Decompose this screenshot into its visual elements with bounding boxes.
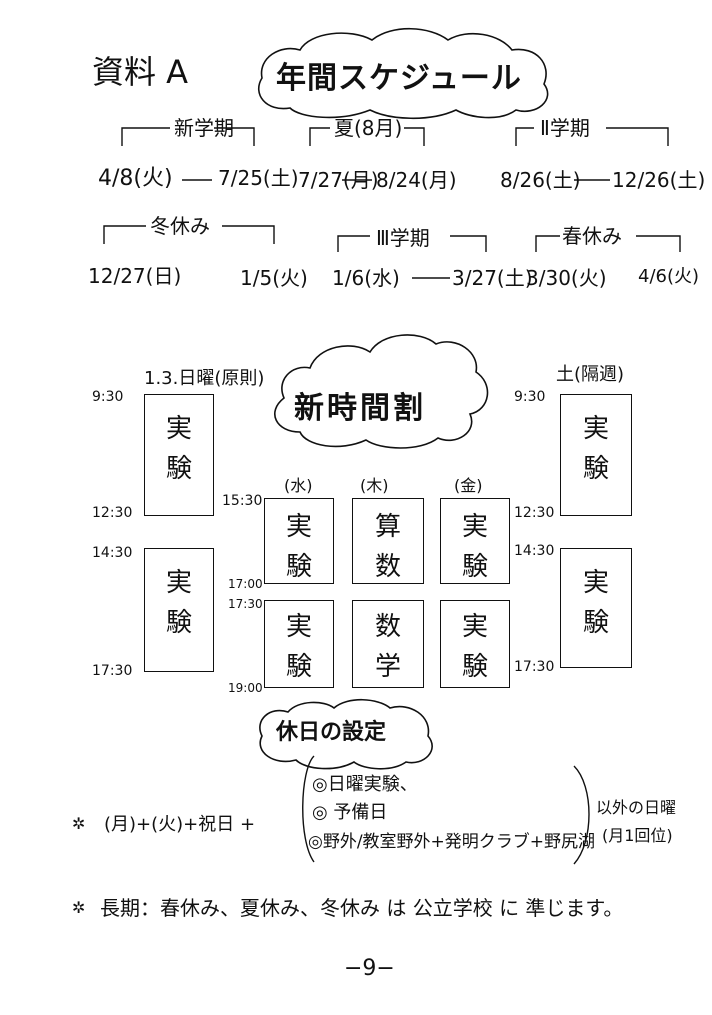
saturday-block-2-text: 実験 [582, 568, 609, 639]
winter-name: 冬休み [150, 214, 210, 238]
saturday-block-1: 実験 [560, 394, 632, 516]
spring-end: 4/6(火) [638, 266, 700, 287]
weekday-time-3: 17:30 [228, 597, 263, 611]
holiday-option-2: ◎ 予備日 [312, 802, 388, 823]
spring-name: 春休み [562, 224, 622, 248]
holiday-option-3: ◎野外/教室野外+発明クラブ+野尻湖 [308, 832, 596, 852]
weekday-label-wed: (水) [284, 476, 313, 495]
spring-start: 3/30(火) [526, 266, 607, 290]
sunday-time-1: 9:30 [92, 389, 124, 405]
winter-start: 12/27(日) [88, 264, 182, 288]
saturday-heading: 土(隔週) [556, 364, 625, 385]
sunday-block-2-text: 実験 [165, 568, 192, 639]
weekday-time-1: 15:30 [222, 493, 263, 509]
term2-start: 8/26(土) [500, 168, 581, 192]
sunday-heading: 1.3.日曜(原則) [144, 368, 265, 389]
saturday-block-2: 実験 [560, 548, 632, 668]
holiday-left-text: (月)+(火)+祝日 + [104, 814, 256, 835]
doc-title: 年間スケジュール [276, 61, 522, 96]
sunday-block-1-text: 実験 [165, 414, 192, 485]
holiday-note-2: (月1回位) [602, 826, 673, 845]
term1-start: 4/8(火) [98, 166, 173, 191]
term1-name: 新学期 [174, 116, 234, 140]
term2-name: Ⅱ学期 [540, 116, 590, 140]
fri-lower-text: 実験 [461, 612, 488, 683]
weekday-label-thu: (木) [360, 476, 389, 495]
long-break-star-icon: ✲ [72, 898, 86, 917]
wed-lower-block: 実験 [264, 600, 334, 688]
timetable-title: 新時間割 [294, 391, 426, 426]
thu-lower-text: 数学 [374, 612, 401, 683]
sunday-block-1: 実験 [144, 394, 214, 516]
term3-end: 3/27(土) [452, 266, 533, 290]
saturday-time-2: 12:30 [514, 505, 555, 521]
winter-end: 1/5(火) [240, 266, 308, 290]
wed-upper-block: 実験 [264, 498, 334, 584]
thu-upper-block: 算数 [352, 498, 424, 584]
holiday-note-1: 以外の日曜 [596, 798, 677, 817]
sunday-time-3: 14:30 [92, 545, 133, 561]
holiday-option-1: ◎日曜実験、 [312, 774, 418, 795]
thu-lower-block: 数学 [352, 600, 424, 688]
saturday-block-1-text: 実験 [582, 414, 609, 485]
long-break-text: 長期：春休み、夏休み、冬休み は 公立学校 に 準じます。 [100, 896, 624, 920]
saturday-time-1: 9:30 [514, 389, 546, 405]
wed-upper-text: 実験 [285, 512, 312, 583]
thu-upper-text: 算数 [374, 512, 401, 583]
fri-lower-block: 実験 [440, 600, 510, 688]
term1-end: 7/25(土) [218, 166, 299, 190]
weekday-time-2: 17:00 [228, 577, 263, 591]
summer-start: 7/27(月) [298, 168, 379, 192]
sunday-time-2: 12:30 [92, 505, 133, 521]
doc-label: 資料 A [92, 53, 189, 91]
holiday-bullet-star-icon: ✲ [72, 814, 86, 833]
weekday-label-fri: (金) [454, 476, 483, 495]
page-number: −9− [344, 956, 395, 981]
summer-name: 夏(8月) [334, 116, 403, 140]
sunday-block-2: 実験 [144, 548, 214, 672]
sunday-time-4: 17:30 [92, 663, 133, 679]
saturday-time-3: 14:30 [514, 543, 555, 559]
weekday-time-4: 19:00 [228, 681, 263, 695]
saturday-time-4: 17:30 [514, 659, 555, 675]
term3-name: Ⅲ学期 [376, 226, 430, 250]
wed-lower-text: 実験 [285, 612, 312, 683]
holiday-title: 休日の設定 [276, 720, 387, 745]
fri-upper-text: 実験 [461, 512, 488, 583]
term3-start: 1/6(水) [332, 266, 400, 290]
term2-end: 12/26(土) [612, 168, 706, 192]
fri-upper-block: 実験 [440, 498, 510, 584]
summer-end: 8/24(月) [376, 168, 457, 192]
